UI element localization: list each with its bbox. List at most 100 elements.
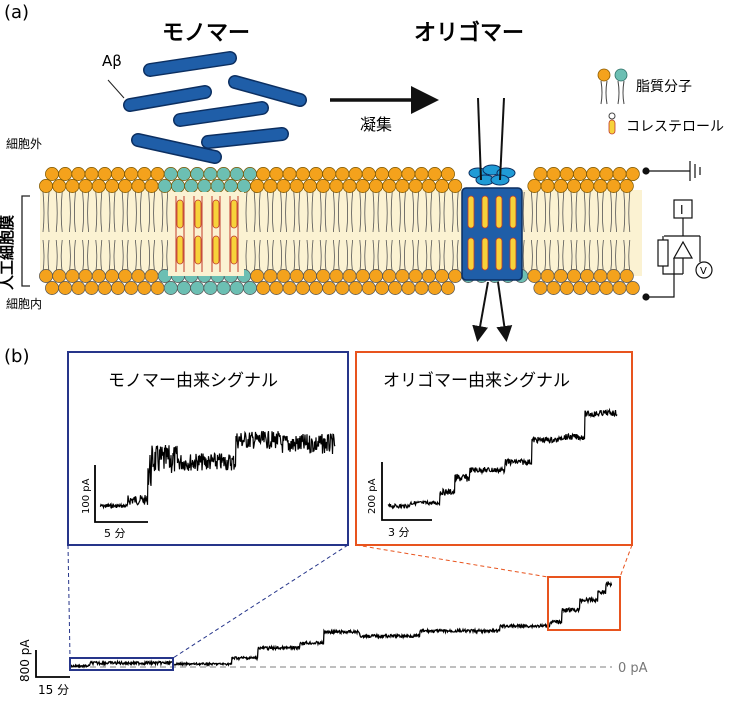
lipid-head: [567, 269, 581, 283]
abeta-label: Aβ: [102, 52, 122, 70]
lipid-head: [276, 179, 291, 193]
lipid-head: [105, 269, 119, 283]
lipid-head: [421, 269, 436, 283]
lipid-head: [71, 167, 86, 181]
lipid-head: [448, 269, 463, 283]
inset-monomer-scalebar: [94, 465, 148, 523]
circuit-voltage-symbol: V: [700, 266, 707, 277]
lipid-head: [369, 179, 383, 193]
cholesterol-molecule: [481, 237, 489, 271]
lipid-head: [97, 167, 112, 181]
lipid-head: [282, 281, 297, 295]
lipid-head: [137, 281, 152, 295]
panel-b: (b) モノマー由来シグナル 100 pA 5 分 オリゴマー由来シグナル 20…: [4, 346, 648, 697]
lipid-head: [586, 281, 601, 295]
lipid-head: [157, 179, 172, 193]
zoom-line-monomer-left: [67, 544, 71, 659]
lipid-head: [52, 179, 67, 193]
lipid-head: [295, 281, 310, 295]
lipid-head: [52, 269, 67, 283]
cholesterol-molecule: [230, 199, 238, 229]
lipid-head: [58, 281, 73, 295]
lipid-head: [111, 281, 125, 295]
lipid-head: [375, 281, 389, 295]
lipid-head: [355, 269, 370, 283]
lipid-head: [619, 269, 634, 283]
lipid-head: [625, 167, 640, 181]
lipid-head: [131, 269, 146, 283]
lipid-head: [421, 179, 436, 193]
lipid-tail: [583, 191, 591, 233]
lipid-head: [361, 281, 376, 295]
zoom-line-oligomer-right: [619, 544, 633, 578]
lipid-head: [58, 167, 73, 181]
lipid-head: [322, 281, 337, 295]
cholesterol-molecule: [230, 235, 238, 265]
lipid-head: [619, 179, 634, 193]
cholesterol-molecule: [467, 237, 475, 271]
lipid-head: [282, 167, 297, 181]
lipid-head: [329, 269, 344, 283]
lipid-head: [348, 281, 363, 295]
lipid-tail: [108, 191, 116, 233]
lipid-tail: [570, 191, 578, 233]
cholesterol-molecule: [176, 235, 184, 265]
lipid-tail: [372, 191, 380, 233]
lipid-head: [593, 179, 608, 193]
inset-oligomer-frame: [355, 351, 633, 546]
lipid-head: [316, 179, 331, 193]
inset-monomer-frame: [67, 351, 349, 546]
main-trace: [69, 580, 613, 669]
baseline-label: 0 pA: [618, 661, 648, 676]
lipid-head: [263, 179, 278, 193]
lipid-head: [78, 269, 93, 283]
lipid-head: [322, 167, 337, 181]
lipid-head: [84, 281, 99, 295]
lipid-head: [163, 281, 178, 295]
lipid-head: [71, 281, 86, 295]
outside-label: 細胞外: [6, 137, 42, 151]
lipid-head: [559, 167, 574, 181]
abeta-pointer: [107, 79, 125, 99]
lipid-head: [289, 179, 304, 193]
lipid-head: [45, 167, 59, 181]
lipid-head: [546, 281, 561, 295]
lipid-head: [401, 167, 416, 181]
lipid-head: [435, 179, 449, 193]
cholesterol-molecule: [467, 195, 475, 229]
cholesterol-molecule: [212, 235, 220, 265]
lipid-head: [256, 281, 271, 295]
lipid-head: [97, 281, 112, 295]
lipid-tail: [610, 191, 617, 233]
cholesterol-molecule: [194, 235, 202, 265]
lipid-head: [163, 167, 178, 181]
panel-b-label: (b): [4, 346, 29, 367]
lipid-head: [216, 281, 231, 295]
lipid-head: [361, 167, 376, 181]
lipid-head: [276, 269, 291, 283]
lipid-head: [580, 179, 595, 193]
lipid-head: [414, 281, 429, 295]
lipid-head: [382, 179, 397, 193]
lipid-head: [567, 179, 581, 193]
lipid-tail: [531, 191, 538, 233]
cholesterol-molecule: [481, 195, 489, 229]
lipid-head: [150, 281, 165, 295]
lipid-tail: [399, 191, 406, 233]
lipid-head: [289, 269, 304, 283]
inside-label: 細胞内: [6, 297, 42, 311]
lipid-head: [395, 179, 410, 193]
lipid-head: [250, 269, 265, 283]
lipid-head: [177, 167, 191, 181]
oligomer-title: オリゴマー: [414, 20, 524, 46]
lipid-tail: [346, 191, 353, 233]
lipid-tail: [333, 191, 340, 233]
lipid-tail: [280, 191, 287, 233]
lipid-head: [355, 179, 370, 193]
lipid-head: [256, 167, 271, 181]
lipid-head: [190, 167, 205, 181]
monomer-trace: [99, 430, 336, 510]
zoom-box-monomer: [69, 657, 174, 671]
monomer-title: モノマー: [162, 21, 250, 46]
